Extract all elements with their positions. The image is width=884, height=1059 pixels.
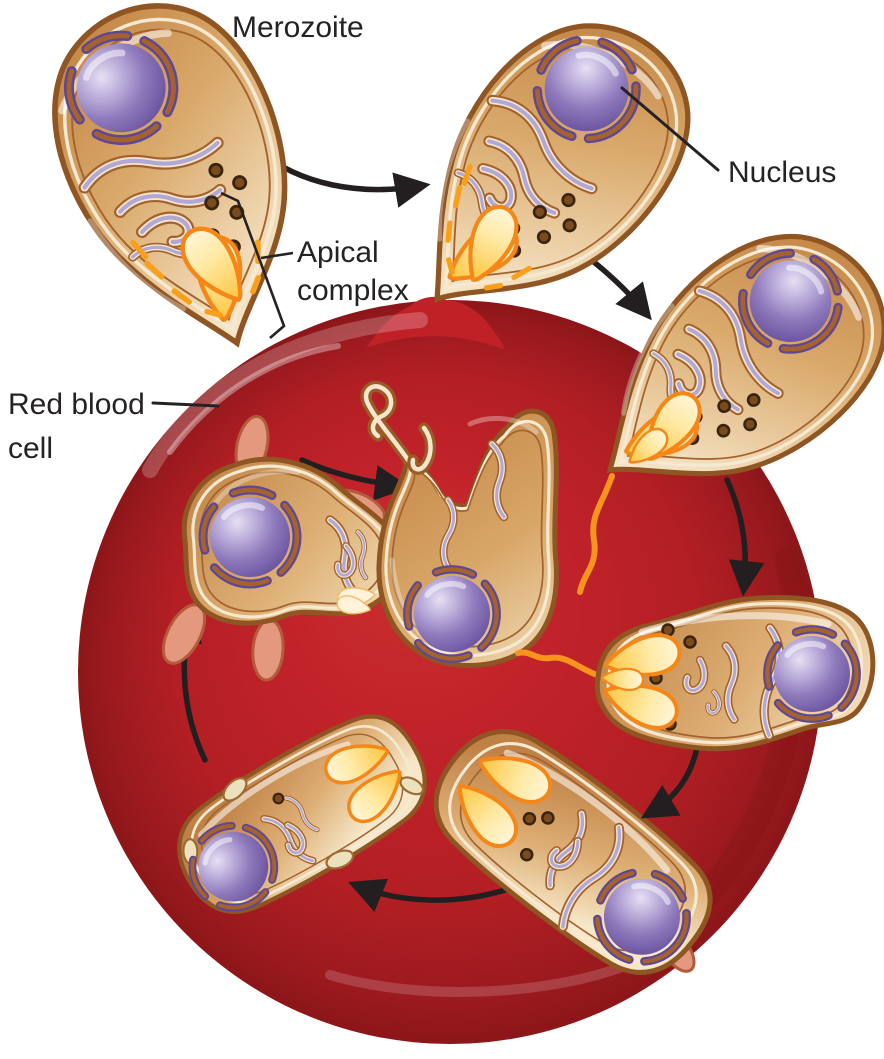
filament	[577, 473, 615, 595]
arrow-entering-to-inside	[640, 745, 700, 819]
merozoite-dividing-right	[411, 704, 733, 999]
label-apical-complex-line1: Apical	[297, 236, 379, 269]
amoeboid-cell	[360, 380, 556, 665]
rbc-sheen-bottom	[325, 953, 649, 997]
filament	[515, 649, 603, 679]
arrow-trophozoite-to-amoeboid	[299, 457, 411, 501]
label-red-blood-cell-line2: cell	[8, 432, 53, 465]
label-merozoite: Merozoite	[232, 11, 364, 44]
merozoite-attaching	[552, 194, 884, 595]
nucleus	[203, 490, 297, 584]
nucleus	[407, 569, 496, 658]
label-apical-complex-line2: complex	[297, 274, 409, 307]
trophozoite-cell	[161, 414, 400, 682]
nucleus	[767, 629, 856, 718]
leader-red-blood-cell	[151, 401, 220, 408]
arrow-bottom-left	[348, 878, 508, 912]
bracket-apical-complex	[220, 191, 294, 339]
rbc-sheen	[142, 312, 428, 478]
arrow-merozoite-3-to-4	[724, 477, 765, 597]
rbc-sheen-bright	[167, 343, 341, 455]
merozoite-free-1	[20, 0, 344, 378]
annotations: Merozoite Nucleus Apical complex Red blo…	[8, 11, 836, 465]
membrane-bump	[366, 296, 505, 350]
merozoite-entering	[515, 598, 873, 749]
merozoite-dividing-left	[156, 692, 449, 938]
leader-nucleus	[620, 86, 720, 172]
label-red-blood-cell-line1: Red blood	[8, 388, 145, 421]
label-nucleus: Nucleus	[728, 156, 836, 189]
